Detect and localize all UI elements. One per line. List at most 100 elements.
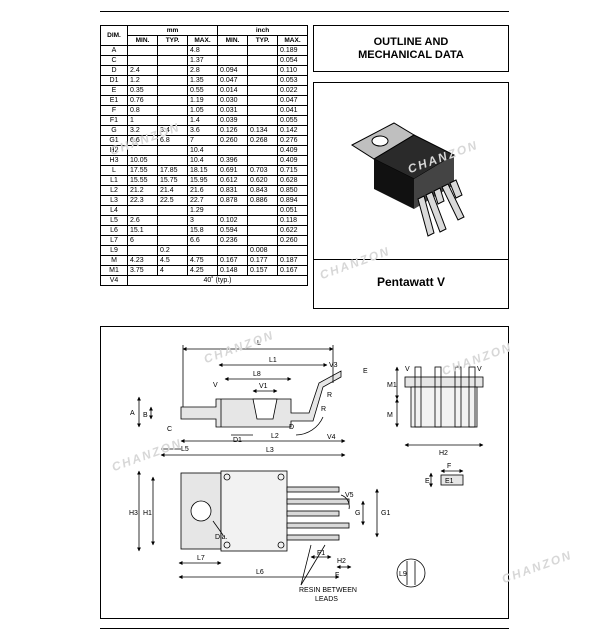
top-rule: [100, 11, 509, 12]
dim-label-L5: L5: [181, 446, 189, 453]
value-cell: 0.236: [217, 235, 248, 246]
dim-cell: L1: [100, 175, 128, 186]
dim-cell: E1: [100, 95, 128, 106]
value-cell: 15.8: [187, 225, 218, 236]
value-cell: 0.35: [127, 85, 158, 96]
package-3d-illustration: [351, 122, 465, 237]
value-cell: [247, 55, 278, 66]
value-cell: [247, 105, 278, 116]
dim-cell: E: [100, 85, 128, 96]
value-cell: 21.2: [127, 185, 158, 196]
dim-label-M1: M1: [387, 382, 397, 389]
value-cell: [127, 45, 158, 56]
value-cell: [247, 115, 278, 126]
value-cell: 0.022: [277, 85, 308, 96]
value-cell: [217, 55, 248, 66]
value-cell: [247, 85, 278, 96]
dim-label-R: R: [327, 392, 332, 399]
sub-header: MIN.: [127, 35, 158, 46]
value-cell: 15.95: [187, 175, 218, 186]
inch-header: inch: [217, 25, 308, 36]
value-cell: 10.4: [187, 145, 218, 156]
value-cell: 0.041: [277, 105, 308, 116]
value-cell: 0.157: [247, 265, 278, 276]
dim-cell: L7: [100, 235, 128, 246]
sub-header: MAX.: [187, 35, 218, 46]
value-cell: [247, 155, 278, 166]
value-cell: 0.148: [217, 265, 248, 276]
value-cell: 6.6: [187, 235, 218, 246]
resin-label-line-1: RESIN BETWEEN: [299, 587, 357, 594]
dim-cell: D: [100, 65, 128, 76]
dia-label: Dia.: [215, 534, 228, 541]
value-cell: 0.594: [217, 225, 248, 236]
dim-label-L: L: [257, 340, 261, 347]
dim-label-H2: H2: [439, 450, 448, 457]
value-cell: 0.268: [247, 135, 278, 146]
dim-cell: L3: [100, 195, 128, 206]
value-cell: 1: [127, 115, 158, 126]
value-cell: [247, 65, 278, 76]
value-cell: 0.2: [157, 245, 188, 256]
value-cell: 1.35: [187, 75, 218, 86]
value-cell: 0.8: [127, 105, 158, 116]
dim-label-V1: V1: [259, 383, 268, 390]
v4-value-cell: 40˚ (typ.): [127, 275, 308, 286]
value-cell: 0.030: [217, 95, 248, 106]
value-cell: 4: [157, 265, 188, 276]
value-cell: 4.23: [127, 255, 158, 266]
dim-label-V: V: [213, 382, 218, 389]
dim-cell: G: [100, 125, 128, 136]
value-cell: 0.126: [217, 125, 248, 136]
value-cell: [247, 205, 278, 216]
value-cell: 17.55: [127, 165, 158, 176]
mechanical-drawing-box: L L1 L8 V1 V V3 E R R A B C D D1 L2 L3 L…: [100, 326, 509, 619]
value-cell: 0.177: [247, 255, 278, 266]
watermark: CHANZON: [499, 547, 575, 587]
value-cell: [127, 55, 158, 66]
value-cell: 15.1: [127, 225, 158, 236]
value-cell: 4.5: [157, 255, 188, 266]
value-cell: 1.4: [187, 115, 218, 126]
value-cell: 2.6: [127, 215, 158, 226]
value-cell: 0.276: [277, 135, 308, 146]
dim-label-E-detail: E: [425, 478, 430, 485]
value-cell: 0.055: [277, 115, 308, 126]
value-cell: 0.187: [277, 255, 308, 266]
value-cell: 0.047: [277, 95, 308, 106]
dim-cell: D1: [100, 75, 128, 86]
value-cell: [187, 245, 218, 256]
value-cell: 21.4: [157, 185, 188, 196]
value-cell: 6: [127, 235, 158, 246]
value-cell: 0.167: [217, 255, 248, 266]
package-image-box: Pentawatt V: [313, 82, 509, 309]
value-cell: 15.75: [157, 175, 188, 186]
dim-cell: L9: [100, 245, 128, 256]
value-cell: 0.620: [247, 175, 278, 186]
value-cell: [247, 225, 278, 236]
sub-header: TYP.: [247, 35, 278, 46]
value-cell: [157, 85, 188, 96]
value-cell: 0.831: [217, 185, 248, 196]
value-cell: [247, 45, 278, 56]
value-cell: [247, 215, 278, 226]
value-cell: [247, 95, 278, 106]
mm-header: mm: [127, 25, 218, 36]
value-cell: 0.189: [277, 45, 308, 56]
mechanical-drawing: L L1 L8 V1 V V3 E R R A B C D D1 L2 L3 L…: [129, 340, 484, 603]
value-cell: 1.29: [187, 205, 218, 216]
resin-label-line-2: LEADS: [315, 596, 338, 603]
value-cell: 0.102: [217, 215, 248, 226]
dim-label-L6: L6: [256, 569, 264, 576]
